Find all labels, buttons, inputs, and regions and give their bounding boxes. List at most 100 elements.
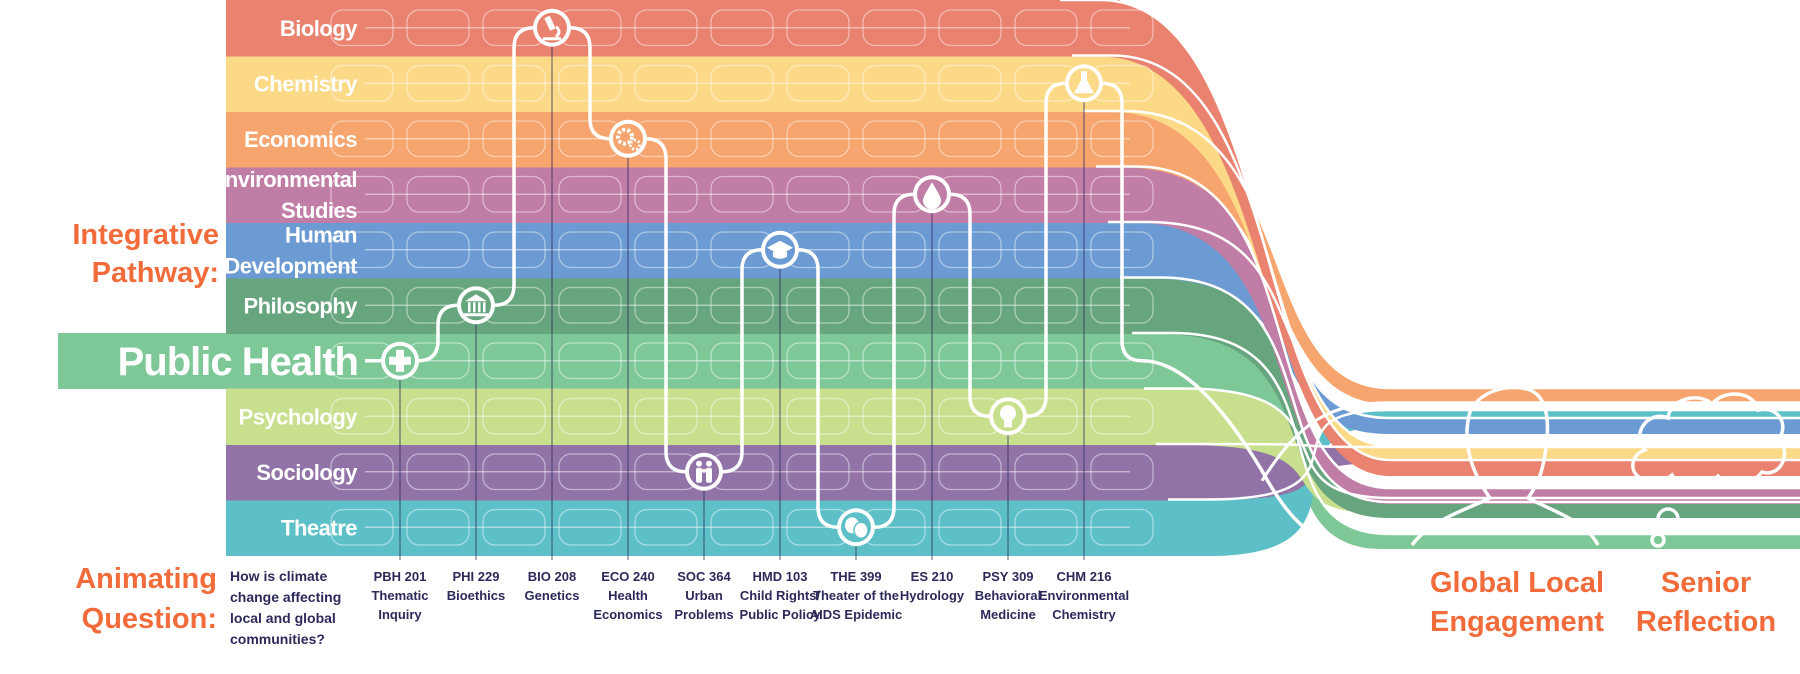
discipline-label-theatre-line: Theatre: [281, 515, 357, 540]
flow-separator: [1084, 109, 1800, 390]
course-node-hmd-103[interactable]: [761, 230, 799, 269]
course-code: THE 399: [830, 569, 881, 584]
course-code: SOC 364: [677, 569, 731, 584]
discipline-label-environmental-studies-line: Environmental: [211, 167, 357, 192]
discipline-label-sociology: Sociology: [256, 460, 358, 485]
discipline-label-philosophy: Philosophy: [243, 293, 358, 318]
integrative-pathway-heading-line: Integrative: [72, 219, 219, 251]
flow-ribbon-philosophy: [226, 277, 1800, 518]
flow-separator: [1108, 220, 1800, 420]
flow-separator: [1120, 276, 1800, 504]
course-code: PSY 309: [982, 569, 1033, 584]
global-local-engagement-heading-line: Engagement: [1430, 606, 1604, 638]
course-title: Genetics: [525, 588, 580, 603]
flow-ribbon-human-development: [226, 222, 1800, 434]
discipline-label-environmental-studies-line: Studies: [281, 198, 357, 223]
course-title: Bioethics: [447, 588, 506, 603]
animating-question-heading-line: Question:: [82, 603, 217, 635]
flow-separator: [1060, 0, 1800, 462]
gears-icon: [616, 127, 641, 151]
course-title: Problems: [674, 607, 733, 622]
discipline-label-philosophy-line: Philosophy: [243, 293, 358, 318]
animating-question-text-line: communities?: [230, 631, 325, 647]
course-title: Thematic: [371, 588, 428, 603]
integrative-pathway-heading-line: Pathway:: [92, 257, 219, 289]
thought-bubble-icon: [1650, 532, 1666, 548]
course-title: Health: [608, 588, 648, 603]
flow-separator: [1132, 331, 1800, 536]
thought-bubble-icon: [1656, 507, 1680, 531]
flow-ribbon-chemistry: [226, 55, 1800, 462]
discipline-label-psychology: Psychology: [239, 404, 359, 429]
course-title: Economics: [593, 607, 662, 622]
course-title: Hydrology: [900, 588, 965, 603]
course-node-the-399[interactable]: [837, 508, 875, 547]
course-node-eco-240[interactable]: [609, 119, 647, 158]
senior-reflection-heading-line: Senior: [1661, 567, 1751, 599]
people-icon: [696, 460, 712, 483]
course-title: Inquiry: [378, 607, 422, 622]
lightbulb-icon: [1000, 405, 1016, 428]
course-code: CHM 216: [1057, 569, 1112, 584]
flask-icon: [1074, 71, 1094, 94]
course-title: Theater of the: [813, 588, 899, 603]
course-node-psy-309[interactable]: [989, 397, 1027, 436]
animating-question-text-line: local and global: [230, 610, 336, 626]
discipline-label-economics: Economics: [244, 127, 357, 152]
course-title: Medicine: [980, 607, 1036, 622]
discipline-label-economics-line: Economics: [244, 127, 357, 152]
pathway-line: [365, 26, 1800, 553]
microscope-icon: [543, 15, 561, 41]
discipline-label-theatre: Theatre: [281, 515, 357, 540]
course-code: BIO 208: [528, 569, 576, 584]
course-title: Child Rights/: [740, 588, 821, 603]
course-code: PHI 229: [453, 569, 500, 584]
course-node-bio-208[interactable]: [533, 8, 571, 47]
course-code: PBH 201: [374, 569, 427, 584]
discipline-label-biology: Biology: [280, 16, 358, 41]
course-node-pbh-201[interactable]: [381, 341, 419, 380]
animating-question-heading-line: Animating: [75, 563, 217, 595]
global-local-engagement-heading-line: Global Local: [1430, 567, 1604, 599]
plus-icon: [389, 349, 411, 372]
course-node-phi-229[interactable]: [457, 286, 495, 325]
flow-ribbon-economics: [226, 111, 1800, 404]
course-code: ECO 240: [601, 569, 654, 584]
museum-icon: [464, 294, 488, 317]
featured-discipline-label: Public Health: [118, 340, 358, 384]
flow-ribbon-biology: [226, 0, 1800, 476]
course-title: Environmental: [1039, 588, 1129, 603]
course-title: Public Policy: [740, 607, 822, 622]
discipline-label-human-development-line: Development: [224, 253, 358, 278]
flow-ribbon-psychology: [226, 388, 1800, 514]
course-code: ES 210: [911, 569, 954, 584]
animating-question-text-line: How is climate: [230, 568, 327, 584]
water-drop-icon: [923, 182, 941, 210]
pathway-crossing-line: [1260, 401, 1800, 482]
course-title: Behavioral: [975, 588, 1041, 603]
course-title: AIDS Epidemic: [810, 607, 902, 622]
course-node-chm-216[interactable]: [1065, 64, 1103, 103]
graduation-cap-icon: [767, 240, 793, 259]
senior-reflection-heading-line: Reflection: [1636, 606, 1776, 638]
flow-ribbon-environmental-studies: [226, 166, 1800, 504]
course-node-soc-364[interactable]: [685, 452, 723, 491]
course-node-es-210[interactable]: [913, 175, 951, 214]
course-title: Chemistry: [1052, 607, 1116, 622]
